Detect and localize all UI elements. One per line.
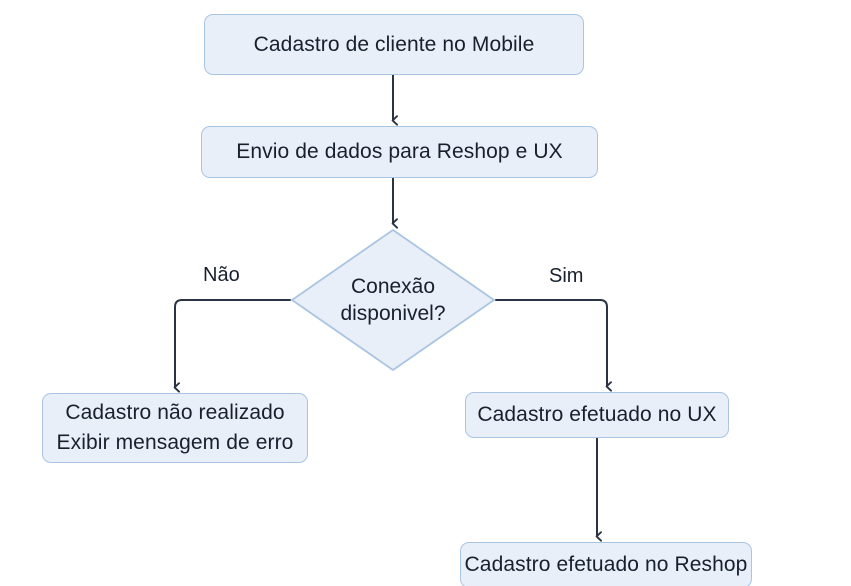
edge-label-text: Sim [549, 265, 584, 287]
node-label: Cadastro de cliente no Mobile [253, 32, 535, 56]
node-label-line2: Exibir mensagem de erro [56, 431, 294, 454]
diamond-shape [291, 229, 495, 371]
node-envio-dados[interactable]: Envio de dados para Reshop e UX [201, 126, 598, 178]
node-cadastro-efetuado-reshop[interactable]: Cadastro efetuado no Reshop [460, 542, 752, 586]
node-label-line1: Cadastro não realizado [65, 401, 285, 425]
node-cadastro-cliente-mobile[interactable]: Cadastro de cliente no Mobile [204, 14, 584, 75]
node-conexao-disponivel[interactable]: Conexão disponivel? [290, 228, 496, 372]
edge-decision-to-ux [495, 299, 607, 386]
edge-decision-to-fail [175, 299, 291, 387]
node-cadastro-efetuado-ux[interactable]: Cadastro efetuado no UX [465, 392, 729, 438]
edge-label-nao: Não [203, 264, 240, 287]
node-label: Cadastro efetuado no UX [477, 403, 717, 427]
node-cadastro-nao-realizado[interactable]: Cadastro não realizado Exibir mensagem d… [42, 393, 308, 463]
edge-label-text: Não [203, 264, 240, 286]
node-label: Envio de dados para Reshop e UX [236, 140, 563, 164]
node-label: Cadastro efetuado no Reshop [464, 553, 748, 577]
edge-label-sim: Sim [549, 265, 583, 288]
